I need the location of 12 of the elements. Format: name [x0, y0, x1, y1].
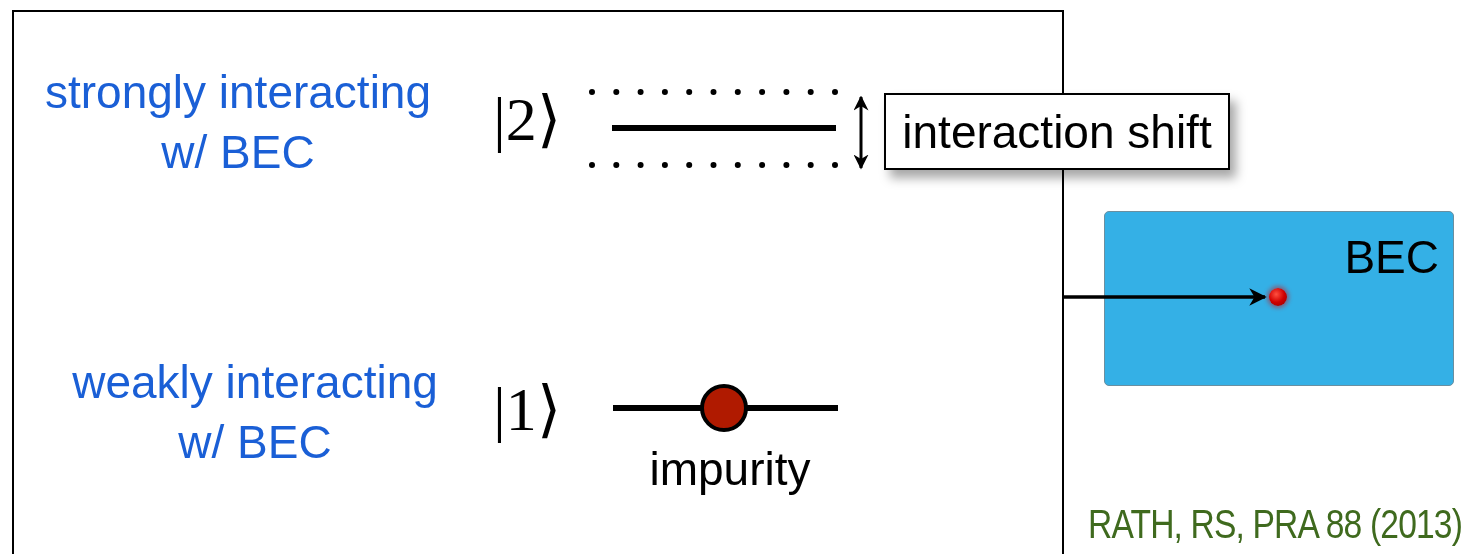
- impurity-label: impurity: [649, 442, 811, 496]
- ket-label: |2⟩: [493, 84, 561, 155]
- citation: RATH, RS, PRA 88 (2013): [1087, 502, 1463, 547]
- state-description: strongly interacting w/ BEC: [43, 65, 433, 180]
- bec-box: [1104, 211, 1454, 386]
- arrow: [1063, 288, 1267, 306]
- ket-label: |1⟩: [493, 374, 561, 445]
- state-description: weakly interacting w/ BEC: [71, 355, 439, 470]
- box-label: interaction shift: [902, 104, 1212, 159]
- impurity-dot: [1269, 288, 1287, 306]
- condensate-label: BEC: [1344, 230, 1439, 284]
- label-box: [884, 93, 1230, 170]
